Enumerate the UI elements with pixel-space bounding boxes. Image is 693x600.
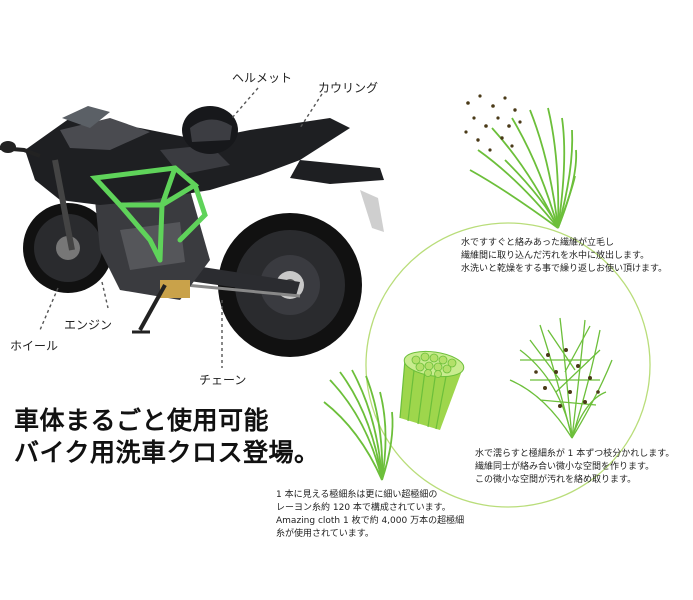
note-fiber: 1 本に見える極細糸は更に細い超極細の レーヨン糸約 120 本で構成されていま… xyxy=(276,489,464,541)
helmet xyxy=(182,106,238,154)
note-fiber-line-3: Amazing cloth 1 枚で約 4,000 万本の超極細 xyxy=(276,516,465,526)
engine-label: エンジン xyxy=(64,318,113,332)
note-split-line-3: この微小な空間が汚れを絡め取ります。 xyxy=(475,475,637,485)
standing-fibers-illustration xyxy=(469,107,578,229)
note-absorb-line-3: 水洗いと乾燥をする事で繰り返しお使い頂けます。 xyxy=(461,264,668,274)
ellipse-outline xyxy=(365,222,651,508)
headline-line-1: 車体まるごと使用可能 xyxy=(14,406,270,435)
fiber-bundle xyxy=(399,350,465,430)
split-fibers-illustration xyxy=(509,317,613,439)
note-split: 水で濡らすと極細糸が 1 本ずつ枝分かれします。 繊維同士が絡み合い微小な空間を… xyxy=(475,448,674,487)
front-wheel xyxy=(23,203,113,293)
dirt-particles-top xyxy=(464,94,522,152)
note-split-line-2: 繊維同士が絡み合い微小な空間を作ります。 xyxy=(475,462,655,472)
note-fiber-line-1: 1 本に見える極細糸は更に細い超極細の xyxy=(276,490,438,500)
note-split-line-1: 水で濡らすと極細糸が 1 本ずつ枝分かれします。 xyxy=(475,449,675,459)
chain-label: チェーン xyxy=(199,373,247,387)
note-absorb-line-2: 繊維間に取り込んだ汚れを水中に放出します。 xyxy=(461,251,650,261)
headline-line-2: バイク用洗車クロス登場。 xyxy=(14,438,320,467)
note-fiber-line-2: レーヨン糸約 120 本で構成されています。 xyxy=(276,503,451,513)
helmet-label: ヘルメット xyxy=(232,71,293,85)
note-fiber-line-4: 糸が使用されています。 xyxy=(276,529,374,539)
cowling-label: カウリング xyxy=(318,81,379,95)
wheel-label: ホイール xyxy=(10,339,59,353)
dirt-particles-mid xyxy=(534,348,600,408)
note-absorb-line-1: 水ですすぐと絡みあった繊維が立毛し xyxy=(461,238,615,248)
green-frame xyxy=(89,165,208,263)
fiber-fan-left xyxy=(323,369,394,481)
note-absorb: 水ですすぐと絡みあった繊維が立毛し 繊維間に取り込んだ汚れを水中に放出します。 … xyxy=(461,237,667,276)
